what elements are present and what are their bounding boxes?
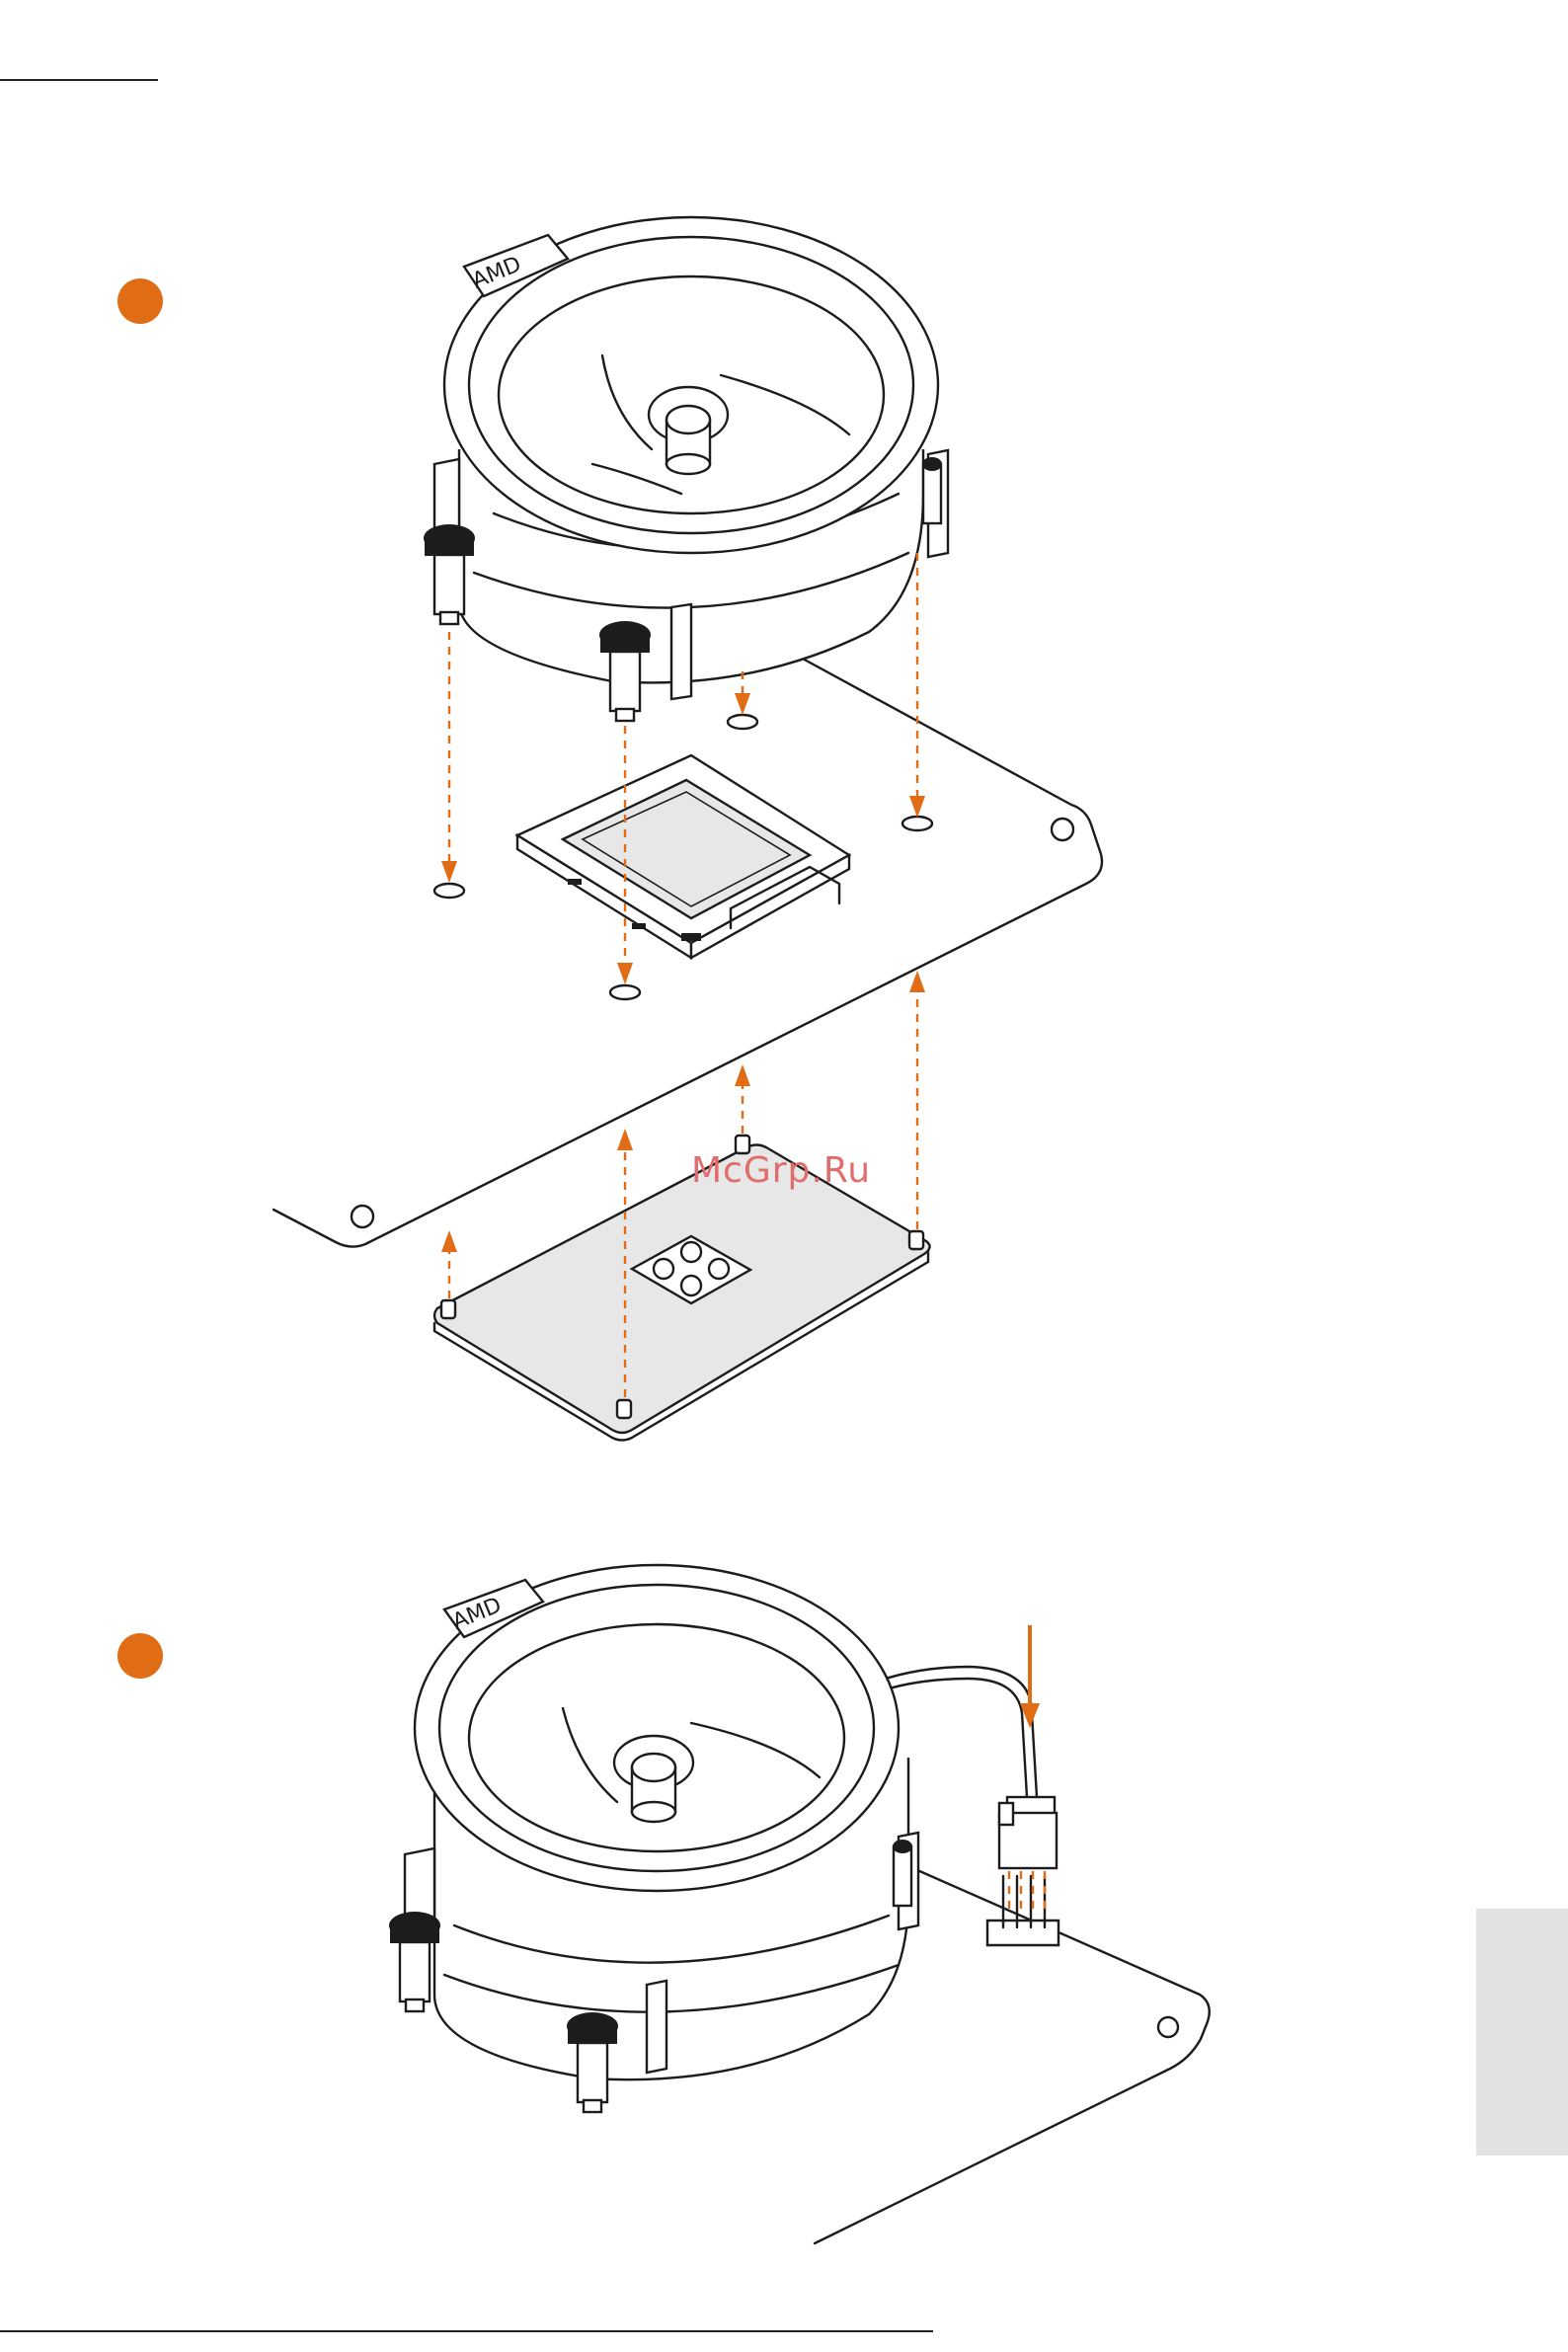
stock-cooler — [405, 1565, 918, 2079]
watermark-text: McGrp.Ru — [691, 1150, 871, 1191]
down-arrowhead — [735, 693, 750, 715]
motherboard-hole — [1052, 819, 1073, 840]
footer-rule — [0, 2330, 933, 2332]
up-arrowhead — [909, 971, 925, 992]
captive-screw — [922, 457, 942, 523]
backplate-standoff — [441, 1300, 455, 1318]
mounting-hole — [434, 884, 464, 898]
backplate-standoff — [617, 1400, 631, 1418]
up-arrowhead — [617, 1129, 633, 1150]
step-1-cooler-installation-diagram: AMD — [0, 0, 1568, 1481]
backplate-standoff — [909, 1231, 923, 1249]
down-arrowhead — [441, 861, 457, 883]
captive-screw — [893, 1840, 912, 1906]
mounting-hole — [728, 715, 757, 729]
side-tab — [1476, 1909, 1568, 2156]
cpu-fan-header — [987, 1876, 1058, 1945]
down-arrowhead — [617, 963, 633, 984]
up-arrowhead — [735, 1064, 750, 1086]
stock-cooler — [434, 217, 948, 699]
motherboard-hole — [352, 1206, 373, 1227]
down-arrowhead — [909, 796, 925, 818]
cpu-socket — [517, 755, 849, 958]
mounting-hole — [902, 817, 932, 830]
step-2-fan-cable-diagram: AMD — [0, 1540, 1568, 2330]
mounting-hole — [610, 985, 640, 999]
motherboard-hole — [1158, 2017, 1178, 2037]
captive-screw — [389, 1912, 440, 2011]
up-arrowhead — [441, 1230, 457, 1252]
fan-connector — [999, 1797, 1057, 1868]
